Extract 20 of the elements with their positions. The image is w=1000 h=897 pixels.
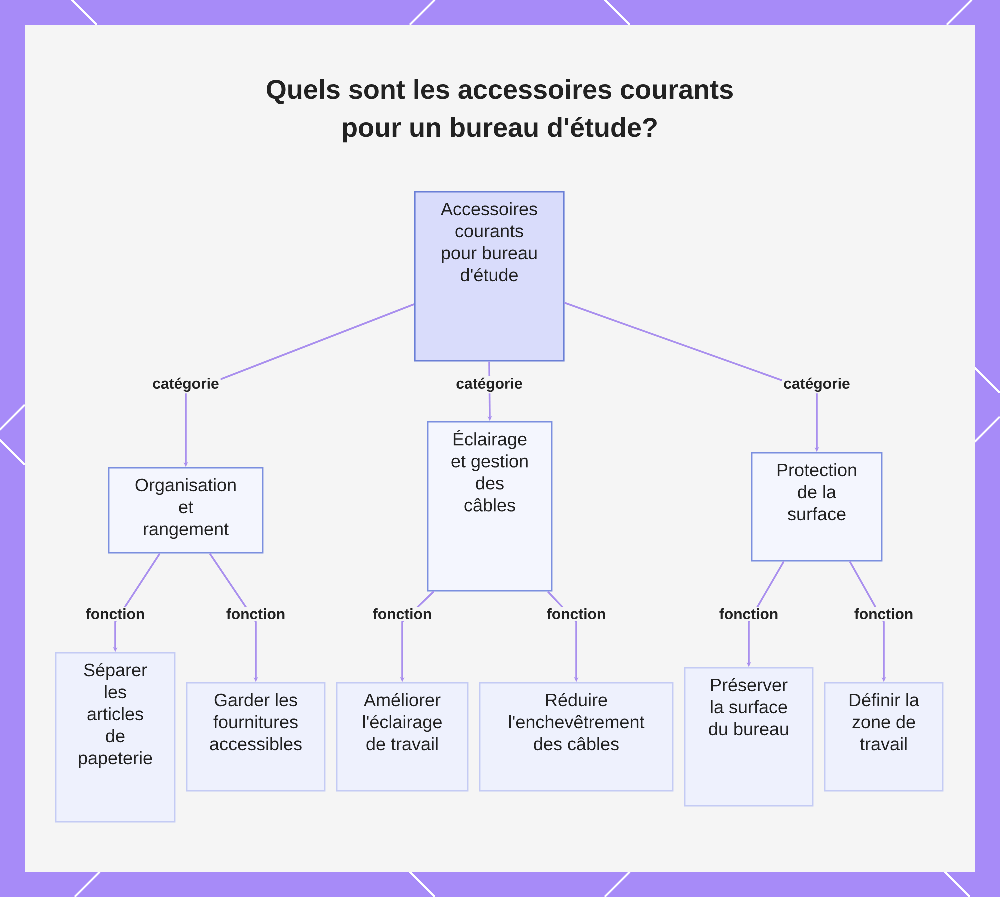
function-box: Garder les fournitures accessibles: [186, 682, 326, 792]
function-box: Préserver la surface du bureau: [684, 667, 814, 807]
edge-label: fonction: [545, 607, 608, 622]
edge-label: fonction: [224, 607, 288, 622]
category-box: Protection de la surface: [751, 452, 883, 562]
edge-label: fonction: [371, 607, 434, 622]
title: Quels sont les accessoires courants pour un bureau d'étude?: [267, 79, 733, 143]
category-box: Organisation et rangement: [108, 467, 264, 554]
topic-box: Accessoires courants pour bureau d'étude: [414, 191, 565, 362]
edge-label: fonction: [852, 607, 916, 622]
edge-label: catégorie: [782, 376, 852, 394]
function-box: Réduire l'enchevêtrement des câbles: [479, 682, 674, 792]
edge-label: catégorie: [454, 376, 524, 394]
function-box: Définir la zone de travail: [824, 682, 944, 792]
function-box: Séparer les articles de papeterie: [55, 652, 176, 823]
edge-label: fonction: [718, 607, 780, 622]
function-box: Améliorer l'éclairage de travail: [336, 682, 469, 792]
category-box: Éclairage et gestion des câbles: [427, 421, 553, 592]
edge-label: fonction: [84, 607, 147, 622]
edge-label: catégorie: [151, 376, 221, 394]
